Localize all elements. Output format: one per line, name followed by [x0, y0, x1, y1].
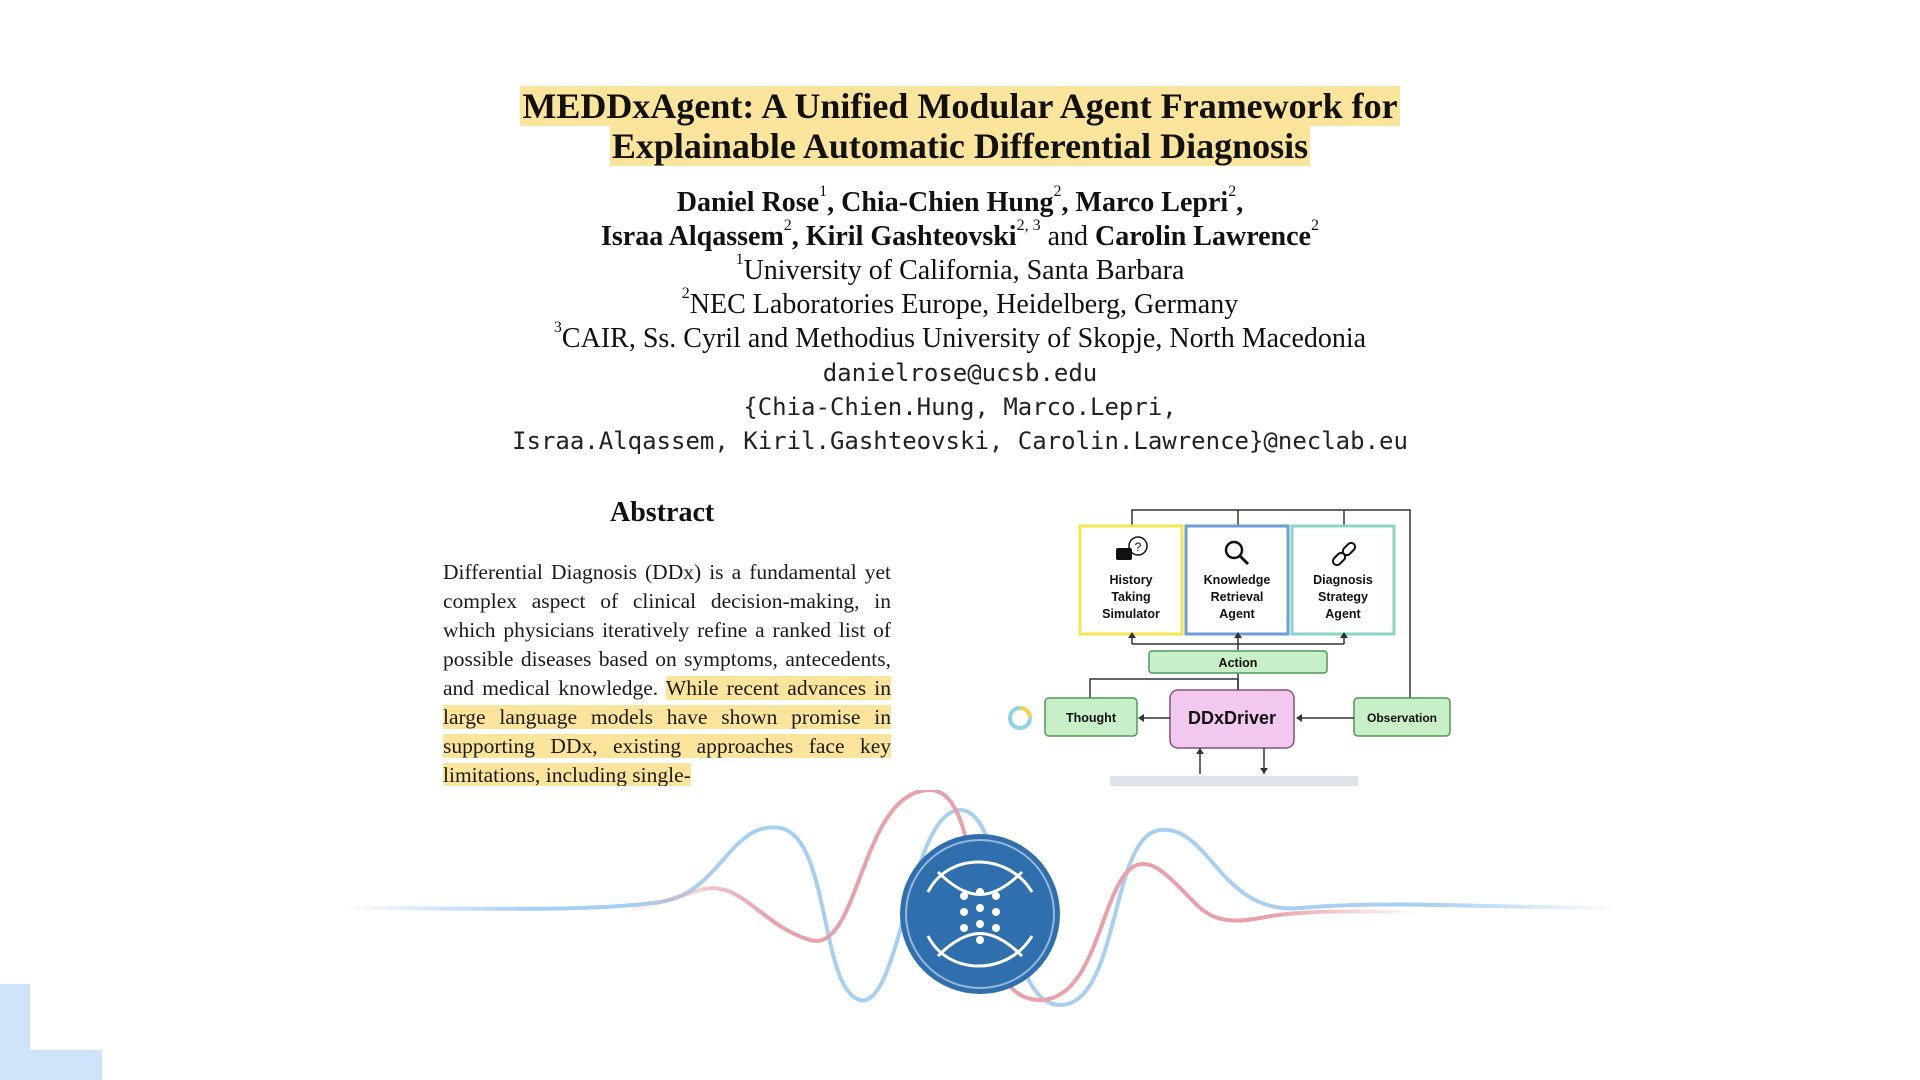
authors-line-2: Israa Alqassem2, Kiril Gashteovski2, 3 a…	[0, 217, 1920, 254]
observation-box	[1353, 697, 1451, 737]
author-name: Israa Alqassem	[601, 221, 784, 252]
chat-question-icon: ?	[1116, 536, 1148, 560]
author-name: Carolin Lawrence	[1095, 221, 1311, 252]
paper-title: MEDDxAgent: A Unified Modular Agent Fram…	[0, 86, 1920, 166]
abstract-heading: Abstract	[610, 497, 715, 528]
thought-box	[1044, 697, 1138, 737]
observation-label: Observation	[1367, 711, 1437, 725]
author-affil-marker: 1	[819, 183, 828, 200]
author-affil-marker: 2	[1053, 183, 1062, 200]
affiliation-marker: 1	[735, 251, 744, 268]
author-affil-marker: 2	[1228, 183, 1237, 200]
driver-label: DDxDriver	[1188, 708, 1276, 728]
wave-blue	[340, 807, 1620, 1008]
author-block: Daniel Rose1, Chia-Chien Hung2, Marco Le…	[0, 183, 1920, 356]
author-separator: ,	[1236, 187, 1244, 218]
author-affil-marker: 2	[1310, 217, 1319, 234]
affiliations: 1University of California, Santa Barbara…	[0, 251, 1920, 356]
email-line: {Chia-Chien.Hung, Marco.Lepri,	[743, 393, 1177, 421]
author-affil-marker: 2	[783, 217, 792, 234]
author-name: Kiril Gashteovski	[805, 221, 1017, 252]
author-separator: ,	[827, 187, 842, 218]
title-line-2: Explainable Automatic Differential Diagn…	[609, 126, 1311, 166]
author-separator: ,	[791, 221, 806, 252]
loading-spinner-icon	[1008, 706, 1032, 730]
env-bar	[1110, 776, 1358, 786]
email-line: Israa.Alqassem, Kiril.Gashteovski, Carol…	[512, 427, 1408, 455]
affiliation-line: 2NEC Laboratories Europe, Heidelberg, Ge…	[0, 285, 1920, 322]
affiliation-line: 3CAIR, Ss. Cyril and Methodius Universit…	[0, 319, 1920, 356]
email-block: danielrose@ucsb.edu {Chia-Chien.Hung, Ma…	[0, 356, 1920, 458]
affiliation-text: University of California, Santa Barbara	[743, 255, 1185, 286]
action-box	[1148, 650, 1328, 674]
affiliation-line: 1University of California, Santa Barbara	[0, 251, 1920, 288]
affiliation-marker: 2	[681, 285, 690, 302]
action-label: Action	[1219, 656, 1258, 670]
abstract-text: Differential Diagnosis (DDx) is a fundam…	[443, 558, 891, 786]
author-separator: ,	[1061, 187, 1076, 218]
driver-box	[1169, 689, 1295, 749]
affiliation-marker: 3	[553, 319, 562, 336]
title-line-1: MEDDxAgent: A Unified Modular Agent Fram…	[520, 86, 1400, 126]
abstract-plain: Differential Diagnosis (DDx) is a fundam…	[443, 560, 891, 700]
affiliation-text: CAIR, Ss. Cyril and Methodius University…	[561, 323, 1367, 354]
thought-label: Thought	[1066, 711, 1117, 725]
author-name: Marco Lepri	[1075, 187, 1229, 218]
author-separator: and	[1040, 221, 1096, 252]
affiliation-text: NEC Laboratories Europe, Heidelberg, Ger…	[689, 289, 1239, 320]
dna-network-logo	[900, 834, 1060, 994]
email-line: danielrose@ucsb.edu	[822, 359, 1098, 387]
link-icon	[1331, 541, 1357, 567]
author-name: Daniel Rose	[676, 187, 820, 218]
svg-text:?: ?	[1135, 540, 1142, 554]
author-affil-marker: 2, 3	[1016, 217, 1041, 234]
authors-line-1: Daniel Rose1, Chia-Chien Hung2, Marco Le…	[0, 183, 1920, 220]
magnifier-icon	[1224, 540, 1250, 566]
corner-decoration	[0, 984, 102, 1080]
author-name: Chia-Chien Hung	[841, 187, 1054, 218]
